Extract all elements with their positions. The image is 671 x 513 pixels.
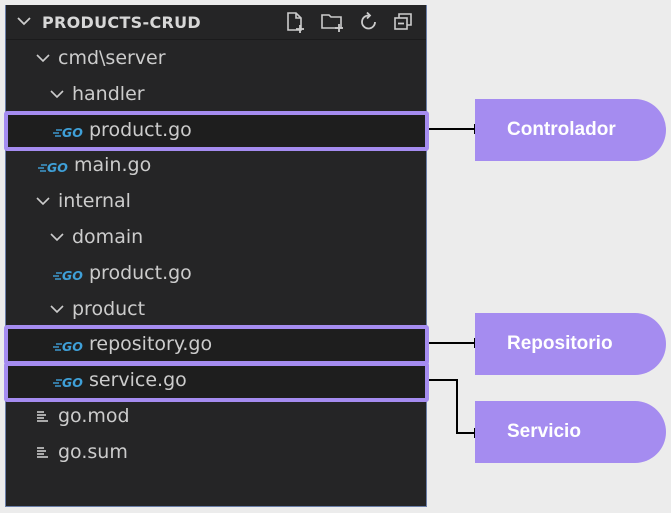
callout-servicio: Servicio bbox=[475, 401, 666, 463]
go-file-icon: GO bbox=[38, 160, 68, 174]
tree-file-label: product.go bbox=[89, 262, 192, 284]
tree-folder[interactable]: handler bbox=[0, 78, 420, 114]
go-file-icon: GO bbox=[53, 339, 83, 353]
text-file-icon bbox=[37, 411, 48, 422]
tree-file-label: product.go bbox=[89, 119, 192, 141]
tree-folder[interactable]: cmd\server bbox=[0, 42, 420, 78]
tree-file[interactable]: go.sum bbox=[0, 436, 420, 472]
svg-text:GO: GO bbox=[62, 339, 83, 353]
tree-file-label: go.sum bbox=[58, 441, 128, 463]
tree-folder[interactable]: domain bbox=[0, 221, 420, 257]
callout-repositorio-label: Repositorio bbox=[507, 333, 613, 354]
explorer-actions bbox=[284, 11, 414, 33]
tree-folder-label: handler bbox=[72, 83, 145, 105]
tree-file[interactable]: GO service.go bbox=[0, 364, 420, 400]
tree-file-label: repository.go bbox=[89, 333, 213, 355]
tree-file[interactable]: GO product.go bbox=[0, 114, 420, 150]
chevron-down-icon[interactable] bbox=[50, 89, 64, 99]
new-folder-icon[interactable] bbox=[320, 11, 346, 33]
go-file-icon: GO bbox=[53, 125, 83, 139]
chevron-down-icon[interactable] bbox=[36, 53, 50, 63]
chevron-down-icon[interactable] bbox=[50, 232, 64, 242]
go-file-icon: GO bbox=[53, 375, 83, 389]
tree-file-label: service.go bbox=[89, 369, 187, 391]
chevron-down-icon[interactable] bbox=[50, 304, 64, 314]
tree-folder-label: domain bbox=[72, 226, 144, 248]
tree-folder[interactable]: internal bbox=[0, 185, 420, 221]
highlight-handler-product bbox=[4, 111, 429, 151]
tree-file[interactable]: GO product.go bbox=[0, 257, 420, 293]
go-file-icon: GO bbox=[53, 268, 83, 282]
callout-controlador: Controlador bbox=[475, 99, 666, 161]
callout-repositorio: Repositorio bbox=[475, 313, 666, 375]
tree-folder[interactable]: product bbox=[0, 293, 420, 329]
callout-controlador-label: Controlador bbox=[507, 119, 616, 140]
text-file-icon bbox=[37, 447, 48, 458]
tree-folder-label: cmd\server bbox=[58, 47, 166, 69]
svg-text:GO: GO bbox=[62, 375, 83, 389]
tree-file-label: main.go bbox=[74, 154, 152, 176]
tree-folder-label: internal bbox=[58, 190, 131, 212]
tree-file-label: go.mod bbox=[58, 405, 130, 427]
tree-file[interactable]: go.mod bbox=[0, 400, 420, 436]
collapse-all-icon[interactable] bbox=[392, 11, 414, 33]
highlight-service bbox=[4, 362, 429, 402]
explorer-title: PRODUCTS-CRUD bbox=[42, 13, 201, 32]
svg-text:GO: GO bbox=[62, 268, 83, 282]
chevron-down-icon[interactable] bbox=[36, 196, 50, 206]
file-explorer-panel: PRODUCTS-CRUD bbox=[5, 5, 427, 507]
callout-servicio-label: Servicio bbox=[507, 421, 581, 442]
tree-folder-label: product bbox=[72, 298, 146, 320]
explorer-header: PRODUCTS-CRUD bbox=[6, 5, 426, 40]
tree-file[interactable]: GO repository.go bbox=[0, 328, 420, 364]
connector-servicio bbox=[429, 379, 478, 434]
refresh-icon[interactable] bbox=[358, 11, 380, 33]
chevron-down-icon[interactable] bbox=[17, 16, 31, 26]
svg-text:GO: GO bbox=[47, 160, 68, 174]
new-file-icon[interactable] bbox=[284, 11, 308, 33]
svg-text:GO: GO bbox=[62, 125, 83, 139]
tree-file[interactable]: GO main.go bbox=[0, 149, 420, 185]
